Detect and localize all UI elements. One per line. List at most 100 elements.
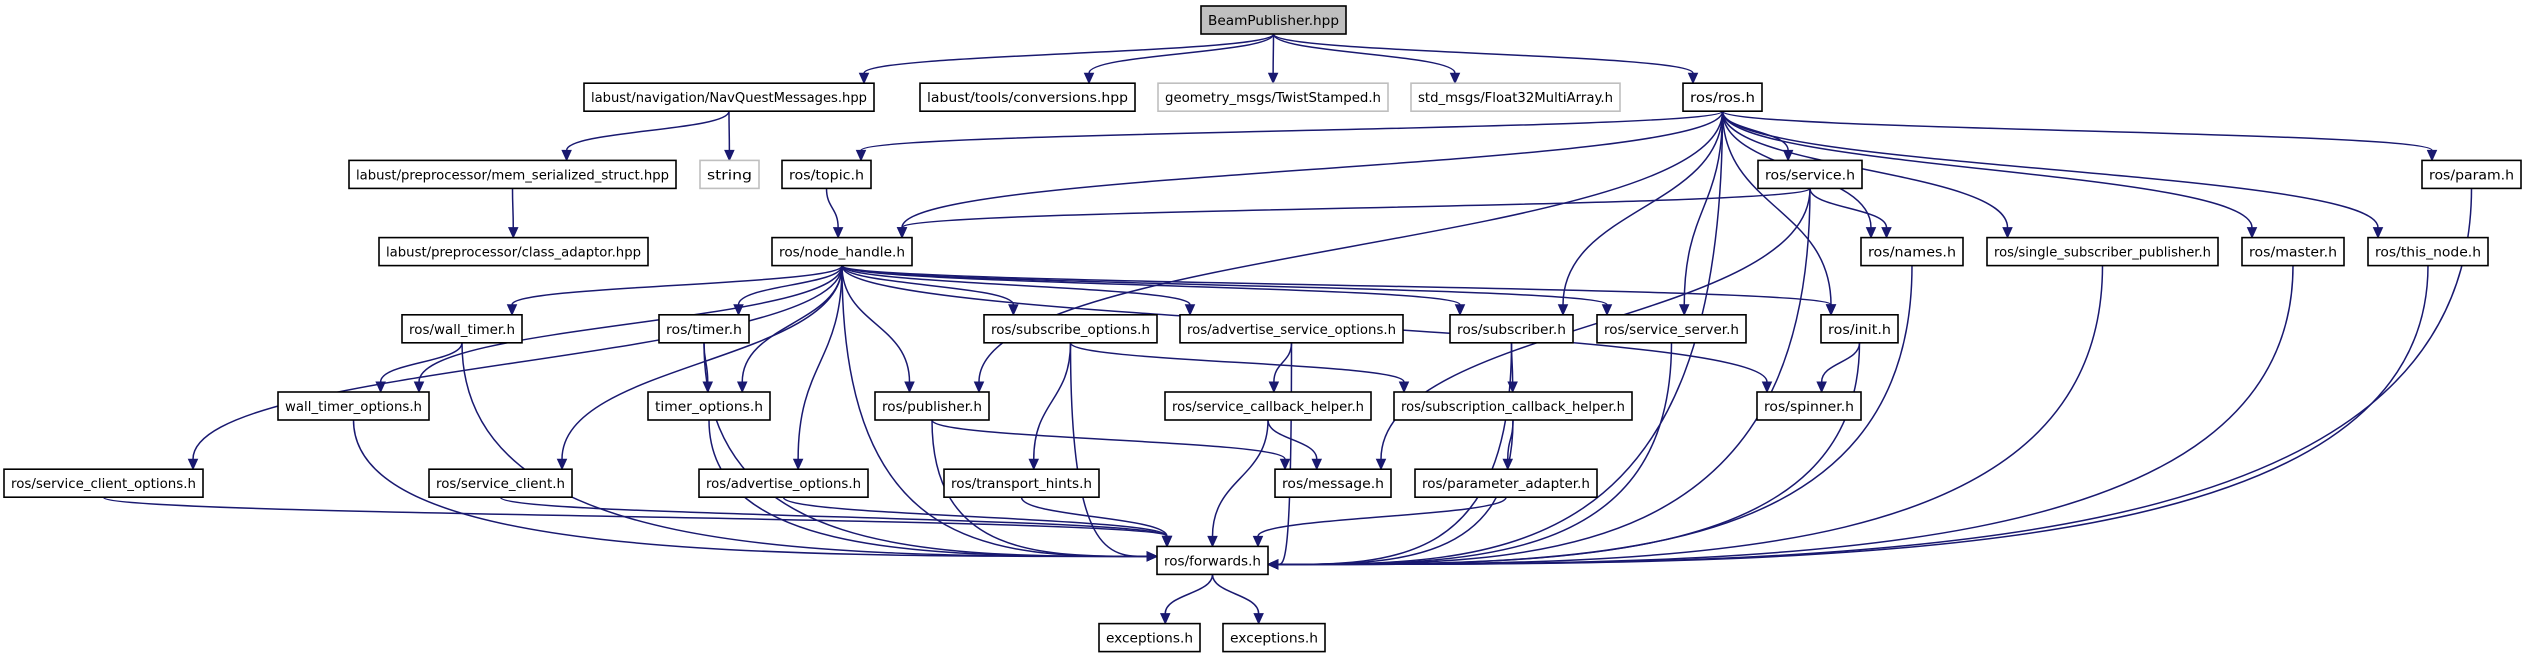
- node-master[interactable]: ros/master.h: [2241, 236, 2345, 267]
- node-label: ros/wall_timer.h: [409, 323, 515, 338]
- node-timer[interactable]: ros/timer.h: [658, 313, 750, 344]
- arrowhead-icon: [1268, 381, 1280, 394]
- edge-ros-to-topic: [855, 110, 1724, 162]
- node-service[interactable]: ros/service.h: [1757, 159, 1863, 190]
- node-publisher[interactable]: ros/publisher.h: [874, 391, 990, 421]
- node-names[interactable]: ros/names.h: [1860, 236, 1964, 267]
- edge-node_handle-to-adv_srv_opts: [841, 264, 1196, 317]
- node-conversions[interactable]: labust/tools/conversions.hpp: [919, 82, 1136, 112]
- node-label: ros/forwards.h: [1164, 554, 1261, 569]
- node-box: [1756, 391, 1862, 421]
- node-box: [1200, 5, 1347, 35]
- node-spinner[interactable]: ros/spinner.h: [1756, 391, 1862, 421]
- node-exc1[interactable]: exceptions.h: [1098, 622, 1201, 653]
- node-exc2[interactable]: exceptions.h: [1222, 622, 1326, 653]
- node-string[interactable]: string: [699, 159, 760, 190]
- arrowhead-icon: [1881, 227, 1892, 239]
- node-wall_timer[interactable]: ros/wall_timer.h: [401, 313, 523, 344]
- edge-adv_srv_opts-to-srv_cb_helper: [1268, 342, 1293, 394]
- node-beam[interactable]: BeamPublisher.hpp: [1200, 5, 1347, 35]
- node-label: ros/timer.h: [666, 323, 742, 338]
- arrowhead-icon: [1159, 613, 1171, 625]
- edge-param_adapter-to-forwards: [1252, 496, 1507, 548]
- edge-ros-to-param: [1721, 110, 2438, 162]
- edge-node_handle-to-service_client: [556, 265, 843, 471]
- node-class_adaptor[interactable]: labust/preprocessor/class_adaptor.hpp: [378, 236, 649, 267]
- node-float32[interactable]: std_msgs/Float32MultiArray.h: [1410, 82, 1621, 112]
- node-box: [428, 468, 573, 499]
- node-box: [1157, 82, 1389, 112]
- node-box: [1179, 313, 1404, 344]
- node-label: labust/tools/conversions.hpp: [927, 91, 1128, 106]
- node-transport_hints[interactable]: ros/transport_hints.h: [943, 468, 1100, 499]
- node-box: [698, 468, 869, 499]
- edge-line: [1257, 496, 1507, 538]
- arrowhead-icon: [1028, 458, 1040, 471]
- node-single_sub[interactable]: ros/single_subscriber_publisher.h: [1986, 236, 2219, 267]
- node-box: [348, 159, 677, 190]
- node-advertise_options[interactable]: ros/advertise_options.h: [698, 468, 869, 499]
- node-navquest[interactable]: labust/navigation/NavQuestMessages.hpp: [583, 82, 875, 112]
- node-sub_cb_helper[interactable]: ros/subscription_callback_helper.h: [1393, 391, 1633, 421]
- node-label: ros/param.h: [2429, 168, 2514, 183]
- arrowhead-icon: [792, 458, 804, 471]
- node-param_adapter[interactable]: ros/parameter_adapter.h: [1414, 468, 1598, 499]
- node-timer_options[interactable]: timer_options.h: [647, 391, 771, 421]
- node-subscriber[interactable]: ros/subscriber.h: [1449, 313, 1574, 344]
- node-service_client[interactable]: ros/service_client.h: [428, 468, 573, 499]
- node-service_server[interactable]: ros/service_server.h: [1596, 313, 1747, 344]
- node-node_handle[interactable]: ros/node_handle.h: [771, 236, 913, 267]
- node-label: ros/topic.h: [789, 168, 864, 183]
- edge-line: [1721, 110, 2433, 152]
- node-param[interactable]: ros/param.h: [2421, 159, 2522, 190]
- edge-navquest-to-mem: [561, 110, 730, 162]
- node-box: [583, 82, 875, 112]
- node-topic[interactable]: ros/topic.h: [781, 159, 872, 190]
- edge-line: [901, 187, 1811, 229]
- node-label: ros/node_handle.h: [779, 246, 905, 261]
- arrowhead-icon: [832, 227, 844, 239]
- node-label: ros/advertise_service_options.h: [1187, 323, 1396, 338]
- edge-node_handle-to-srv_client_opts: [187, 265, 843, 471]
- edge-service-to-names: [1809, 188, 1892, 239]
- node-label: ros/init.h: [1828, 323, 1891, 338]
- node-srv_cb_helper[interactable]: ros/service_callback_helper.h: [1164, 391, 1372, 421]
- edge-beam-to-navquest: [858, 33, 1275, 85]
- edge-line: [1721, 111, 1832, 305]
- node-srv_client_opts[interactable]: ros/service_client_options.h: [3, 468, 204, 499]
- edge-line: [703, 342, 1148, 558]
- node-box: [658, 313, 750, 344]
- arrowhead-icon: [507, 227, 519, 239]
- edge-line: [1272, 33, 1456, 74]
- edge-service_server-to-forwards: [1266, 342, 1673, 570]
- edge-beam-to-twist: [1267, 33, 1279, 85]
- edge-beam-to-float32: [1272, 33, 1461, 85]
- arrowhead-icon: [1161, 535, 1173, 548]
- arrowhead-icon: [896, 227, 908, 239]
- edge-service-to-forwards: [1266, 188, 1811, 570]
- edge-subscribe_options-to-sub_cb_helper: [1069, 342, 1410, 394]
- node-label: ros/master.h: [2249, 246, 2337, 261]
- edge-wall_timer-to-forwards: [461, 342, 1159, 562]
- node-label: BeamPublisher.hpp: [1208, 14, 1339, 29]
- edge-line: [841, 265, 1015, 306]
- node-forwards[interactable]: ros/forwards.h: [1156, 545, 1269, 576]
- node-box: [2421, 159, 2522, 190]
- edge-line: [352, 419, 1148, 558]
- node-init[interactable]: ros/init.h: [1820, 313, 1899, 344]
- node-ros[interactable]: ros/ros.h: [1682, 82, 1763, 112]
- node-mem[interactable]: labust/preprocessor/mem_serialized_struc…: [348, 159, 677, 190]
- node-message[interactable]: ros/message.h: [1274, 468, 1392, 499]
- edge-line: [1820, 342, 1861, 383]
- arrowhead-icon: [1687, 72, 1699, 85]
- edge-ros-to-this_node: [1721, 111, 2384, 239]
- node-box: [1757, 159, 1863, 190]
- node-twist[interactable]: geometry_msgs/TwistStamped.h: [1157, 82, 1389, 112]
- node-adv_srv_opts[interactable]: ros/advertise_service_options.h: [1179, 313, 1404, 344]
- node-subscribe_options[interactable]: ros/subscribe_options.h: [983, 313, 1158, 344]
- node-wall_timer_options[interactable]: wall_timer_options.h: [277, 391, 430, 421]
- edge-node_handle-to-wall_timer: [506, 264, 843, 317]
- edge-ros-to-subscriber: [1557, 111, 1724, 317]
- node-this_node[interactable]: ros/this_node.h: [2367, 236, 2489, 267]
